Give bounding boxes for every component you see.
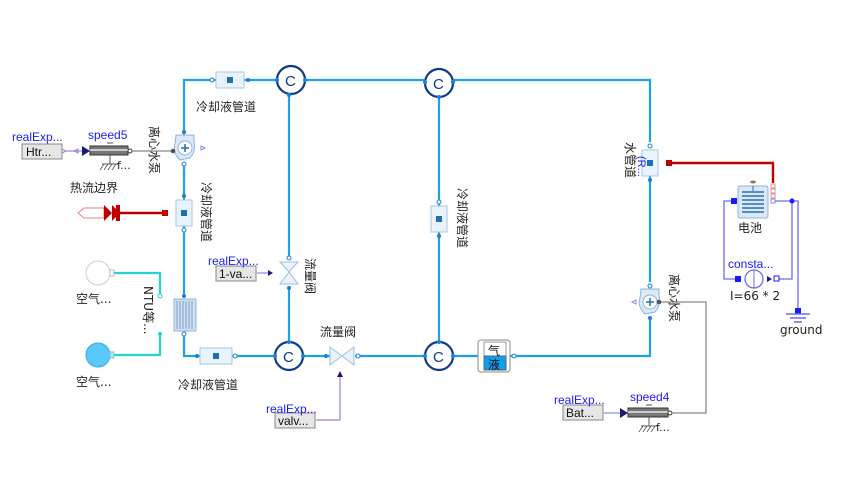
valve-bottom-label: 流量阀 (320, 325, 356, 339)
air-pipe-bottom (112, 336, 162, 357)
junction-bottom-right[interactable]: C (423, 340, 455, 372)
svg-text:valv...: valv... (278, 414, 308, 428)
svg-text:C: C (433, 76, 444, 93)
speed4-label: speed4 (630, 390, 670, 404)
speed5-label: speed5 (88, 128, 128, 142)
current-source-name: consta... (728, 257, 773, 271)
pipe-bottom-left[interactable] (195, 347, 238, 365)
expr-valve-middle[interactable]: 1-va... (215, 265, 273, 282)
air-source-bottom-label: 空气... (76, 374, 111, 389)
expr-htr-name: realExp... (12, 130, 63, 144)
svg-text:Bat...: Bat... (566, 406, 594, 420)
pipe-middle-vertical[interactable] (430, 199, 448, 238)
water-pipe-right-label: 水管道 (623, 142, 638, 178)
pipe-left-vertical-label: 冷却液管道 (199, 182, 214, 242)
speed4-sub: f... (656, 421, 670, 434)
expr-htr[interactable]: Htr... (21, 143, 68, 160)
junction-bottom-left[interactable]: C (273, 340, 305, 372)
ground[interactable] (786, 313, 810, 323)
gas-liquid-tank[interactable]: 气 液 (477, 339, 517, 373)
heat-exchanger[interactable] (157, 293, 197, 337)
speed5-sub: f... (117, 159, 131, 172)
battery-label: 电池 (738, 221, 762, 235)
current-source-param: I=66 * 2 (730, 289, 780, 303)
expr-valve-bottom-name: realExp... (266, 402, 317, 416)
speed4-drive[interactable] (604, 299, 707, 433)
air-source-bottom[interactable] (85, 342, 115, 368)
electric-circuit (723, 198, 801, 314)
pipe-middle-vertical-label: 冷却液管道 (455, 188, 470, 248)
heat-flow-boundary[interactable] (77, 205, 168, 221)
pipe-left-vertical[interactable] (175, 194, 193, 233)
speed5-drive[interactable] (66, 142, 176, 171)
svg-text:1-va...: 1-va... (219, 267, 252, 281)
expr-bat[interactable]: Bat... (562, 404, 604, 421)
pump-right-label: 离心水泵 (667, 274, 682, 322)
expr-valve-bottom[interactable]: valv... (274, 371, 343, 429)
valve-middle[interactable] (278, 255, 300, 290)
svg-text:气: 气 (488, 343, 500, 358)
air-source-top[interactable] (85, 260, 115, 286)
water-pipe-right-sublabel: (R... (635, 156, 647, 177)
heat-exchanger-label: NTU等... (141, 286, 155, 335)
air-pipe-top (112, 271, 162, 294)
svg-text:C: C (285, 73, 296, 90)
expr-bat-name: realExp... (554, 393, 605, 407)
pipe-top-left-label: 冷却液管道 (196, 99, 256, 114)
coolant-pipes (182, 78, 652, 358)
current-source[interactable] (744, 269, 772, 289)
pump-left[interactable] (173, 130, 207, 167)
pump-left-label: 离心水泵 (147, 126, 162, 174)
valve-bottom[interactable] (324, 346, 361, 366)
junction-top-right[interactable]: C (423, 67, 455, 99)
water-pipe-right[interactable] (641, 143, 659, 182)
svg-text:Htr...: Htr... (26, 145, 51, 159)
expr-valve-middle-name: realExp... (208, 254, 259, 268)
air-source-top-label: 空气... (76, 291, 111, 306)
svg-text:C: C (433, 349, 444, 366)
valve-middle-label: 流量阀 (303, 258, 317, 294)
pipe-bottom-left-label: 冷却液管道 (178, 377, 238, 392)
ground-label: ground (780, 323, 822, 337)
pipe-top-left[interactable] (209, 71, 250, 89)
svg-text:液: 液 (488, 357, 500, 372)
pump-right[interactable] (630, 283, 660, 320)
svg-text:C: C (283, 349, 294, 366)
junction-top-left[interactable]: C (275, 64, 307, 97)
battery-heat-link (669, 161, 775, 183)
heat-flow-boundary-label: 热流边界 (70, 181, 118, 195)
battery[interactable] (737, 180, 776, 219)
